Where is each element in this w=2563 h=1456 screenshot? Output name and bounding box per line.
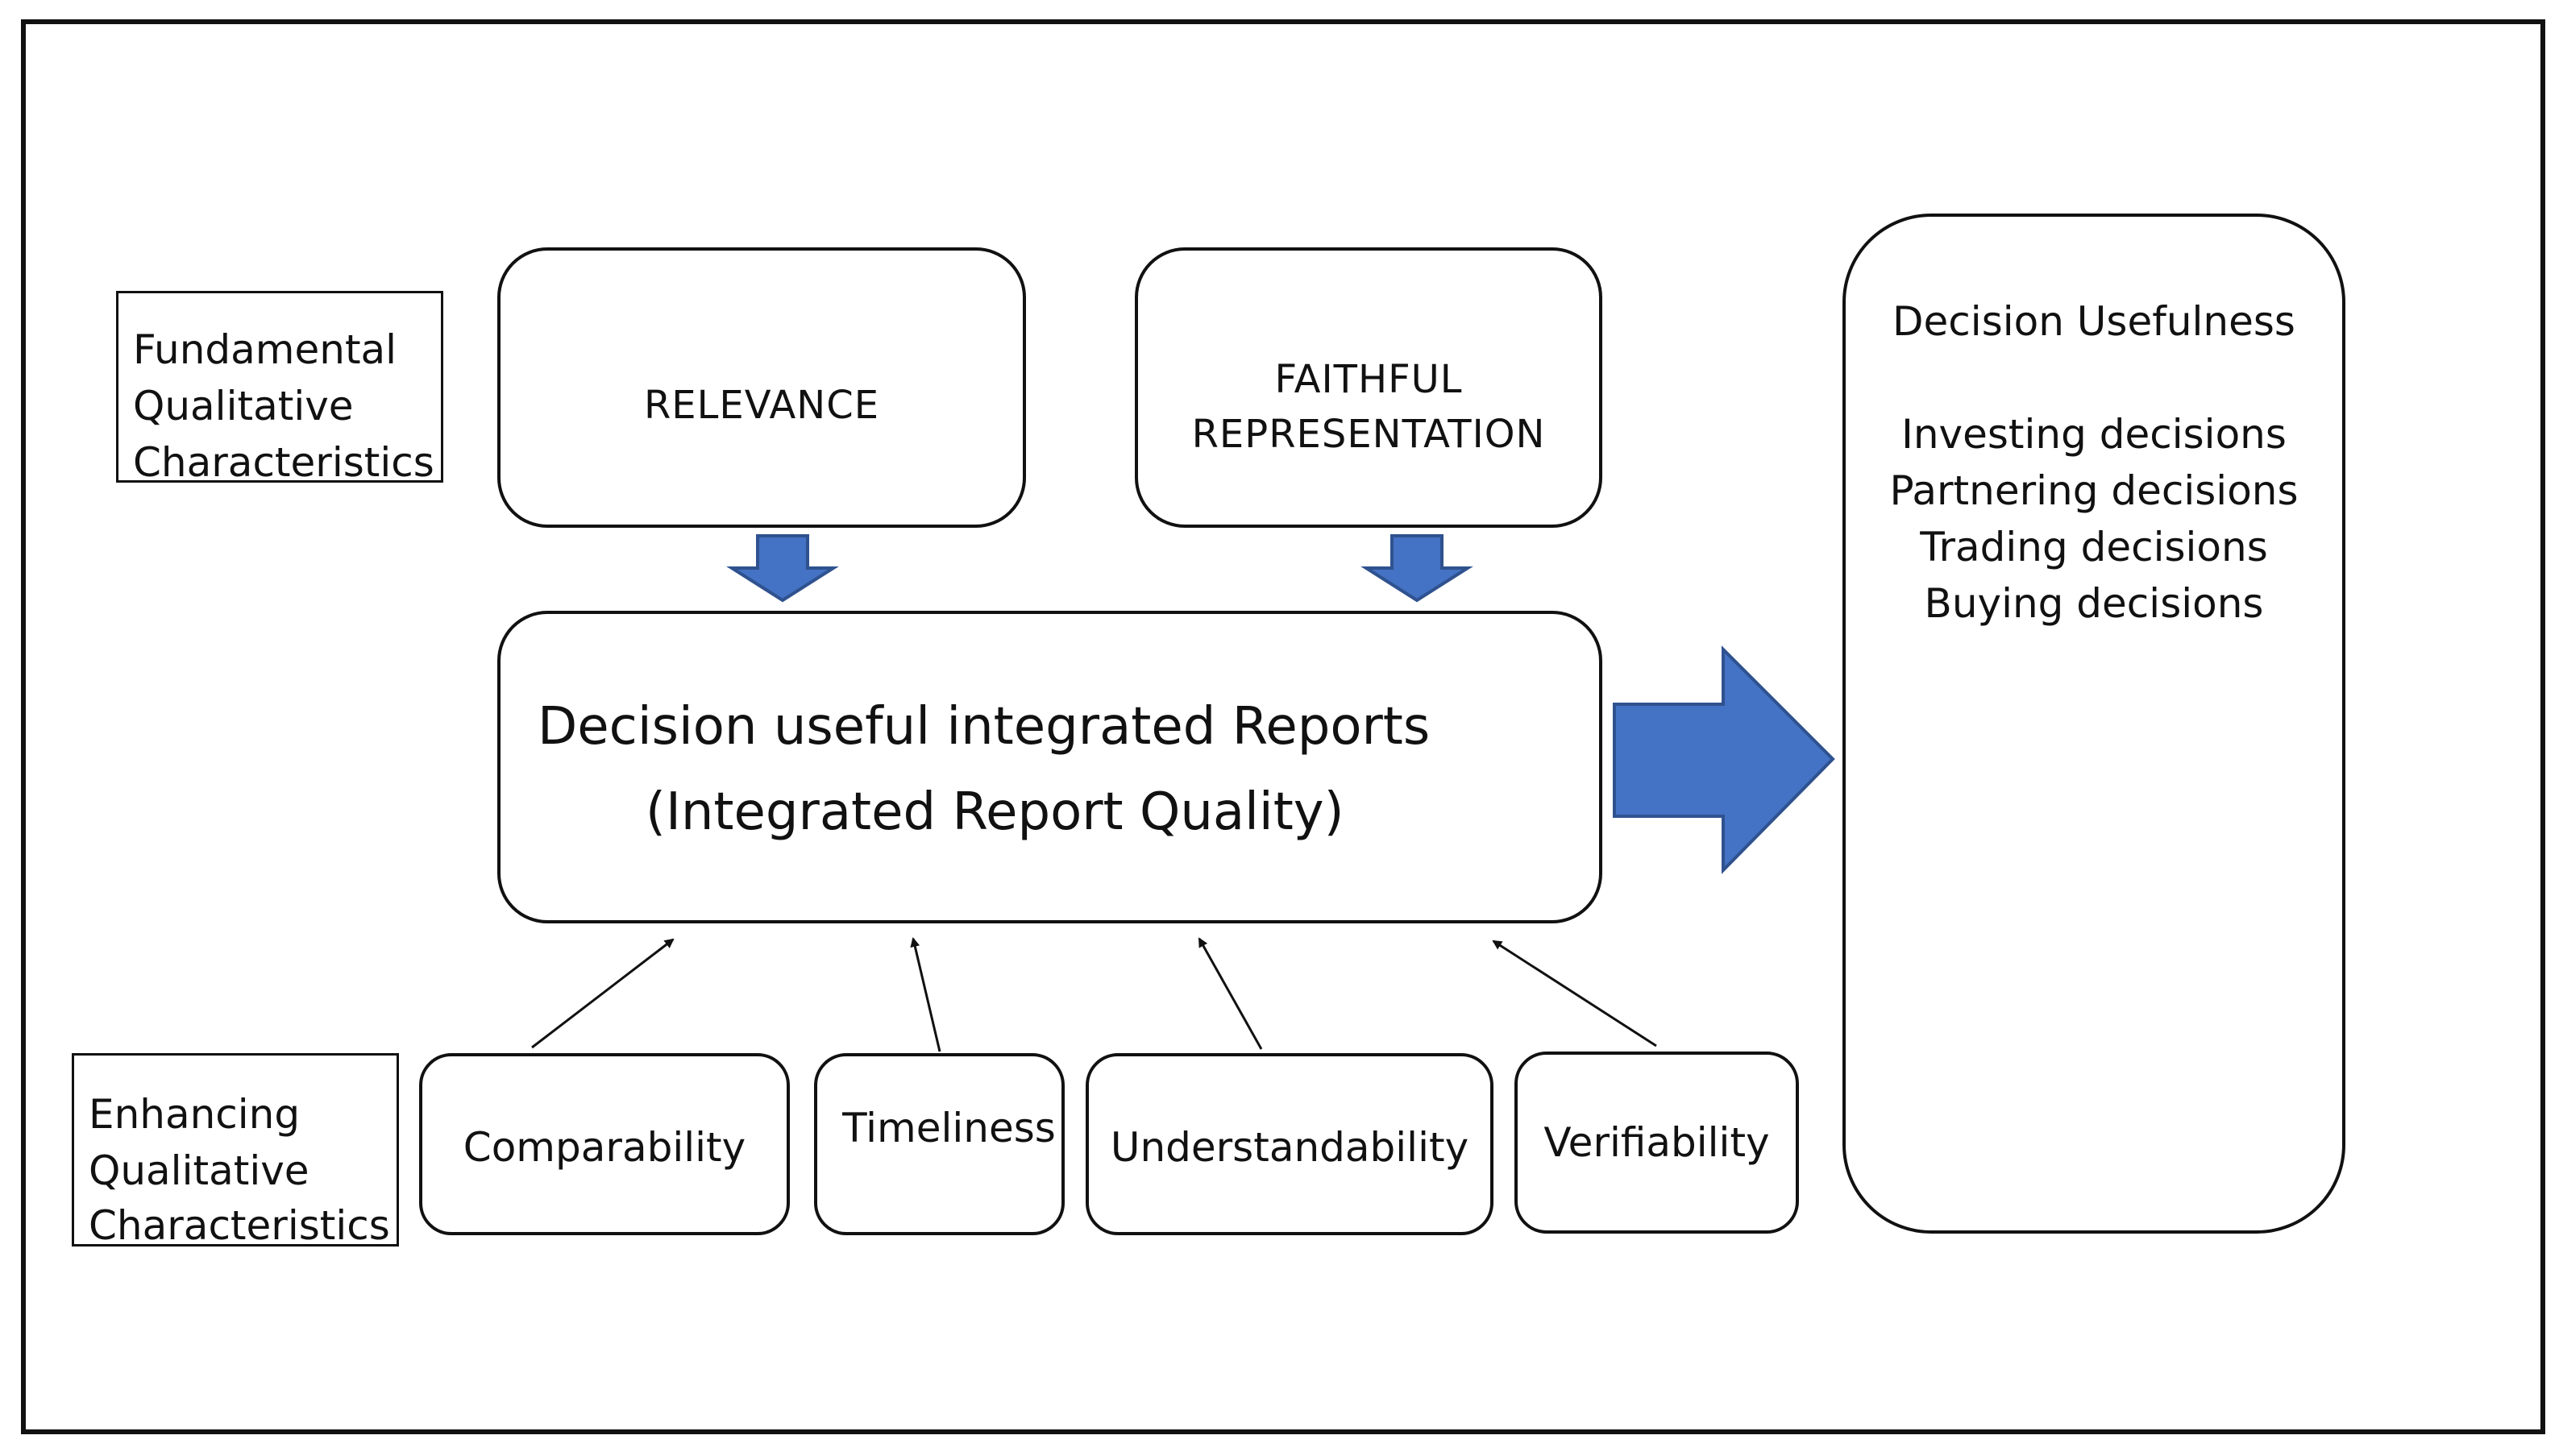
relevance-box: RELEVANCE xyxy=(497,247,1026,528)
trading-decisions-item: Trading decisions xyxy=(1920,524,2268,570)
integrated-report-quality-box: Decision useful integrated Reports (Inte… xyxy=(497,611,1602,923)
faithful-representation-box: FAITHFUL REPRESENTATION xyxy=(1135,247,1602,528)
fundamental-label-line-1: Fundamental xyxy=(133,326,397,373)
timeliness-label: Timeliness xyxy=(842,1105,1056,1151)
fundamental-label-line-3: Characteristics xyxy=(133,439,434,486)
fundamental-label-line-2: Qualitative xyxy=(133,383,354,429)
decision-usefulness-box: Decision Usefulness Investing decisions … xyxy=(1842,214,2345,1234)
buying-decisions-item: Buying decisions xyxy=(1924,580,2264,627)
decision-usefulness-title: Decision Usefulness xyxy=(1892,298,2295,345)
central-title: Decision useful integrated Reports xyxy=(538,697,1431,757)
understandability-box: Understandability xyxy=(1086,1053,1493,1235)
comparability-box: Comparability xyxy=(419,1053,790,1235)
comparability-label: Comparability xyxy=(463,1124,746,1171)
diagram-frame xyxy=(21,19,2545,1434)
partnering-decisions-item: Partnering decisions xyxy=(1889,467,2299,514)
faithful-label-line-2: REPRESENTATION xyxy=(1191,412,1546,457)
faithful-label-line-1: FAITHFUL xyxy=(1274,357,1463,402)
investing-decisions-item: Investing decisions xyxy=(1901,411,2287,458)
timeliness-box: Timeliness xyxy=(814,1053,1065,1235)
verifiability-label: Verifiability xyxy=(1543,1119,1770,1166)
fundamental-characteristics-label-box: Fundamental Qualitative Characteristics xyxy=(116,291,443,486)
enhancing-label-line-1: Enhancing xyxy=(89,1091,301,1138)
enhancing-label-line-3: Characteristics xyxy=(89,1202,390,1249)
enhancing-label-line-2: Qualitative xyxy=(89,1147,309,1194)
verifiability-box: Verifiability xyxy=(1514,1052,1799,1234)
understandability-label: Understandability xyxy=(1110,1124,1469,1171)
enhancing-characteristics-label-box: Enhancing Qualitative Characteristics xyxy=(72,1053,399,1249)
relevance-label: RELEVANCE xyxy=(643,383,880,428)
central-subtitle: (Integrated Report Quality) xyxy=(646,782,1344,842)
